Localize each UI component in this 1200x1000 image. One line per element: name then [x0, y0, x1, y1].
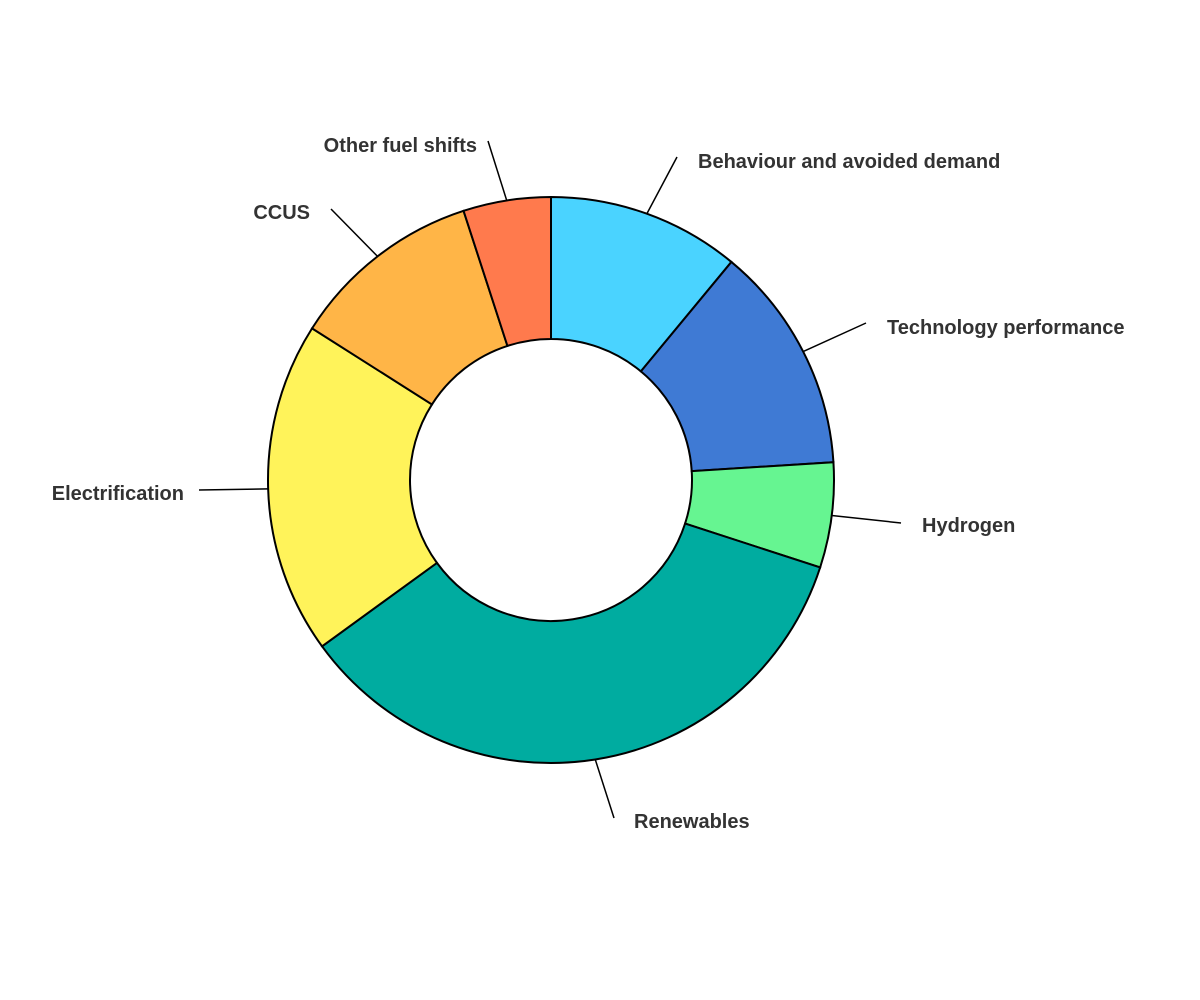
slice-label: Electrification — [52, 483, 184, 505]
leader-line — [487, 140, 508, 201]
leader-line — [646, 156, 678, 215]
leader-line — [802, 322, 867, 353]
slice-label: Technology performance — [887, 317, 1124, 339]
donut-slice-renewables — [320, 522, 822, 764]
slice-label: Renewables — [634, 811, 750, 833]
donut-slice-electrification — [267, 326, 439, 648]
slice-label: Other fuel shifts — [324, 135, 477, 157]
slice-label: Hydrogen — [922, 515, 1015, 537]
slice-label: CCUS — [253, 202, 310, 224]
slice-label: Behaviour and avoided demand — [698, 151, 1000, 173]
leader-line — [831, 514, 902, 524]
leader-line — [594, 759, 615, 819]
leader-line — [330, 208, 379, 257]
leader-line — [198, 488, 269, 491]
donut-slice-other-fuel-shifts — [462, 195, 552, 348]
donut-slice-technology-performance — [639, 260, 835, 473]
